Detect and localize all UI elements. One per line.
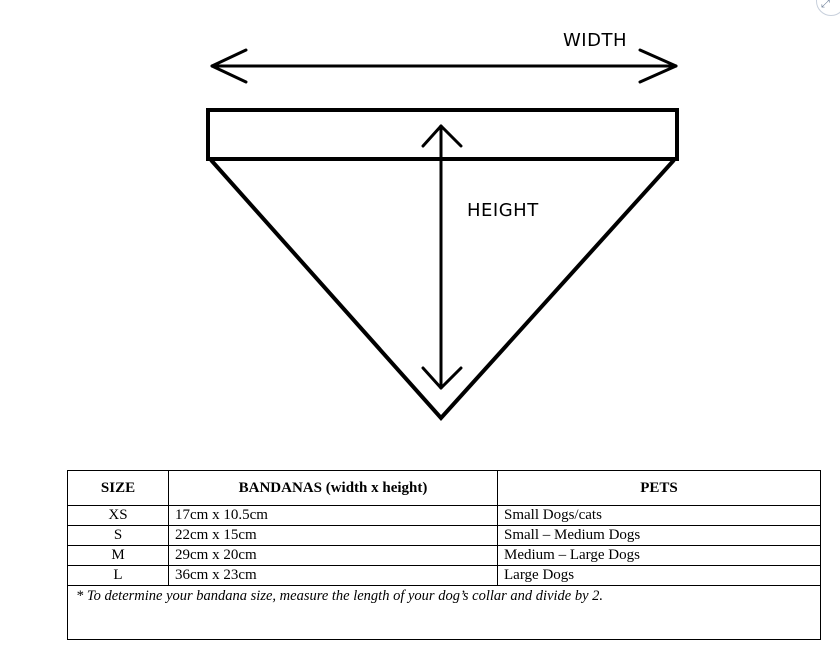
table-row: L 36cm x 23cm Large Dogs xyxy=(67,565,821,586)
bandana-diagram xyxy=(206,48,679,421)
header-size: SIZE xyxy=(67,470,169,506)
width-arrow xyxy=(210,48,678,84)
bandana-triangle xyxy=(209,158,676,421)
size-cell: XS xyxy=(67,505,169,526)
size-cell: M xyxy=(67,545,169,566)
width-label: WIDTH xyxy=(563,30,627,51)
table-row: XS 17cm x 10.5cm Small Dogs/cats xyxy=(67,505,821,526)
size-cell: L xyxy=(67,565,169,586)
height-arrow xyxy=(421,124,463,390)
pets-cell: Medium – Large Dogs xyxy=(497,545,821,566)
bandana-dimensions-cell: 17cm x 10.5cm xyxy=(168,505,498,526)
pets-cell: Large Dogs xyxy=(497,565,821,586)
pets-cell: Small Dogs/cats xyxy=(497,505,821,526)
bandana-dimensions-cell: 29cm x 20cm xyxy=(168,545,498,566)
table-row: M 29cm x 20cm Medium – Large Dogs xyxy=(67,545,821,566)
sizing-note: * To determine your bandana size, measur… xyxy=(67,585,821,640)
size-cell: S xyxy=(67,525,169,546)
bandana-dimensions-cell: 22cm x 15cm xyxy=(168,525,498,546)
table-row: S 22cm x 15cm Small – Medium Dogs xyxy=(67,525,821,546)
header-pets: PETS xyxy=(497,470,821,506)
table-note-row: * To determine your bandana size, measur… xyxy=(67,585,821,640)
header-bandanas: BANDANAS (width x height) xyxy=(168,470,498,506)
table-header-row: SIZE BANDANAS (width x height) PETS xyxy=(67,470,821,506)
height-label: HEIGHT xyxy=(467,200,539,221)
bandana-dimensions-cell: 36cm x 23cm xyxy=(168,565,498,586)
pets-cell: Small – Medium Dogs xyxy=(497,525,821,546)
size-chart-table: SIZE BANDANAS (width x height) PETS XS 1… xyxy=(67,470,821,640)
